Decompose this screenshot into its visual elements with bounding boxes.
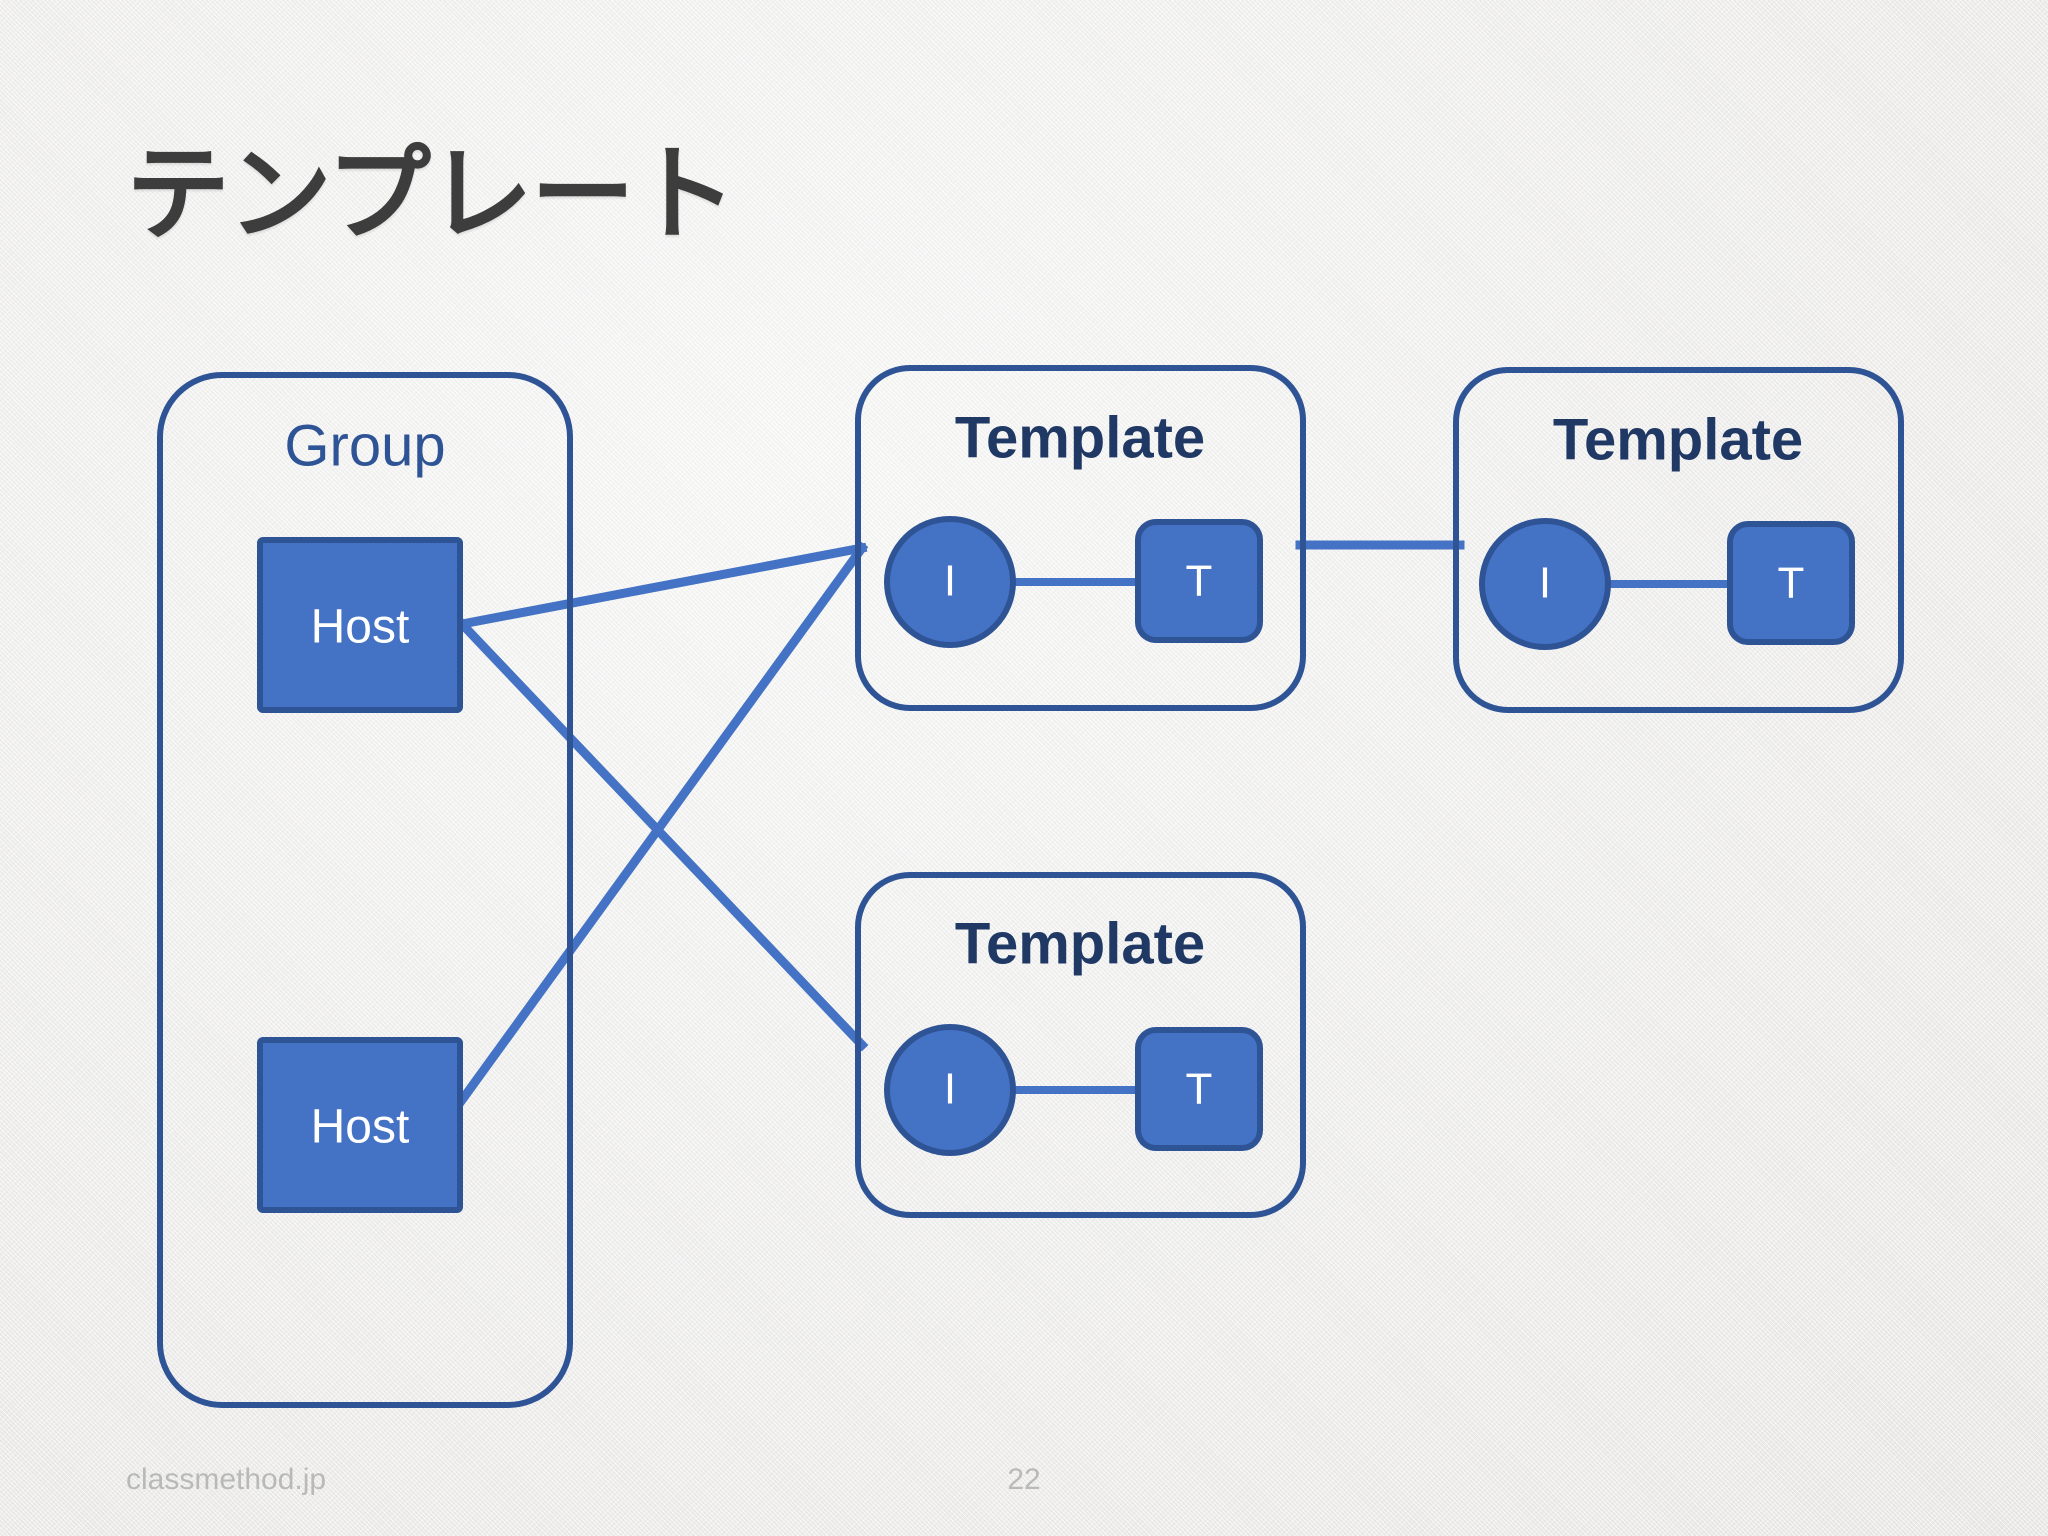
host-node-2[interactable]: Host	[257, 1037, 463, 1213]
template-box-2[interactable]: Template I T	[1453, 367, 1904, 713]
group-container[interactable]: Group	[157, 372, 573, 1408]
template-box-3-item-icon[interactable]	[884, 1024, 1016, 1156]
template-box-3-outline	[855, 872, 1306, 1218]
template-box-2-trigger-icon[interactable]	[1727, 521, 1855, 645]
template-box-2-item-icon[interactable]	[1479, 518, 1611, 650]
template-box-1-item-icon[interactable]	[884, 516, 1016, 648]
template-box-1[interactable]: Template I T	[855, 365, 1306, 711]
template-box-1-title: Template	[955, 405, 1205, 470]
connector-host1-to-template-a	[456, 542, 868, 630]
host-node-2-label: Host	[311, 1101, 410, 1154]
connector-host2-to-template-a	[455, 541, 869, 1107]
template-box-1-item-label: I	[944, 557, 956, 606]
connector-host1-to-template-c	[455, 617, 869, 1052]
template-box-2-item-label: I	[1539, 559, 1551, 608]
footer-page-number: 22	[1007, 1463, 1041, 1496]
template-box-1-outline	[855, 365, 1306, 711]
host-node-1-shape	[257, 537, 463, 713]
group-container-outline	[157, 372, 573, 1408]
template-box-3[interactable]: Template I T	[855, 872, 1306, 1218]
template-box-3-item-label: I	[944, 1065, 956, 1114]
template-box-3-trigger-label: T	[1186, 1065, 1213, 1114]
template-box-2-trigger-label: T	[1778, 559, 1805, 608]
page-title: テンプレート	[126, 137, 737, 253]
template-box-1-trigger-icon[interactable]	[1135, 519, 1263, 643]
template-box-1-trigger-label: T	[1186, 557, 1213, 606]
footer-site-label: classmethod.jp	[126, 1463, 327, 1496]
template-box-2-outline	[1453, 367, 1904, 713]
template-box-3-trigger-icon[interactable]	[1135, 1027, 1263, 1151]
host-node-1[interactable]: Host	[257, 537, 463, 713]
host-node-2-shape	[257, 1037, 463, 1213]
connector-group	[455, 540, 1465, 1107]
template-box-3-title: Template	[955, 911, 1205, 976]
host-node-1-label: Host	[311, 601, 410, 654]
group-label: Group	[284, 413, 445, 478]
template-box-2-title: Template	[1553, 407, 1803, 472]
